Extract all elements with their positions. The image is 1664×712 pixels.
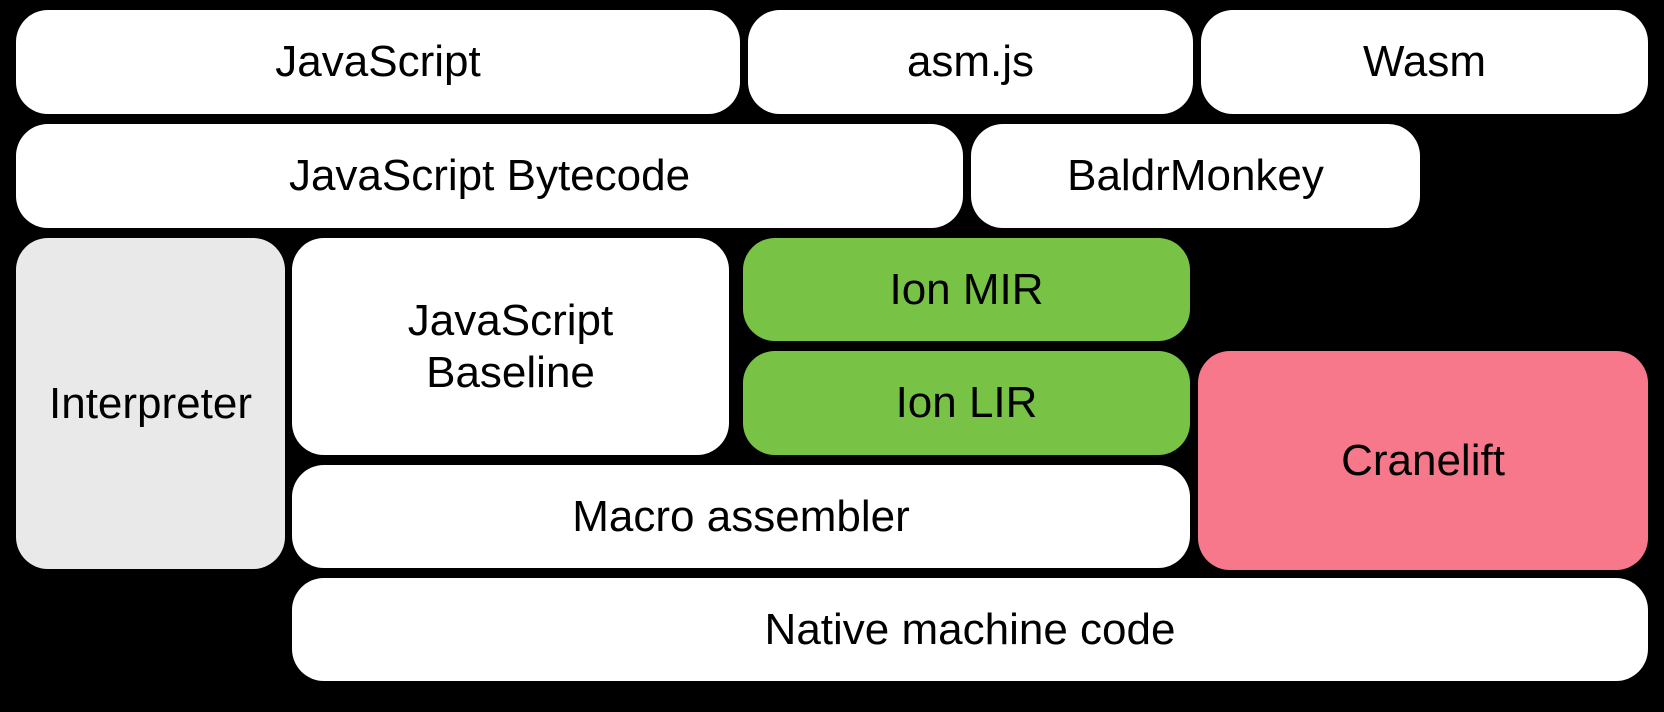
node-ion-mir-label: Ion MIR xyxy=(889,264,1044,314)
node-macro-assembler-label: Macro assembler xyxy=(572,491,910,541)
node-asmjs-label: asm.js xyxy=(906,37,1035,86)
node-wasm: Wasm xyxy=(1201,10,1648,114)
node-javascript-baseline-label: JavaScript Baseline xyxy=(407,295,614,397)
node-macro-assembler: Macro assembler xyxy=(292,465,1190,568)
node-cranelift: Cranelift xyxy=(1198,351,1648,570)
node-baldrmonkey-label: BaldrMonkey xyxy=(1067,151,1324,200)
node-baldrmonkey: BaldrMonkey xyxy=(971,124,1420,228)
node-native-machine-code-label: Native machine code xyxy=(764,604,1176,654)
node-ion-lir-label: Ion LIR xyxy=(895,378,1038,427)
node-interpreter: Interpreter xyxy=(16,238,285,569)
node-ion-lir: Ion LIR xyxy=(743,351,1190,455)
node-javascript-bytecode: JavaScript Bytecode xyxy=(16,124,963,228)
node-interpreter-label: Interpreter xyxy=(49,378,252,428)
node-javascript-baseline: JavaScript Baseline xyxy=(292,238,729,455)
node-javascript: JavaScript xyxy=(16,10,740,114)
node-ion-mir: Ion MIR xyxy=(743,238,1190,341)
node-javascript-label: JavaScript xyxy=(275,37,481,86)
node-cranelift-label: Cranelift xyxy=(1341,435,1505,485)
node-native-machine-code: Native machine code xyxy=(292,578,1648,681)
node-asmjs: asm.js xyxy=(748,10,1193,114)
node-wasm-label: Wasm xyxy=(1362,37,1487,86)
node-javascript-bytecode-label: JavaScript Bytecode xyxy=(288,151,691,200)
